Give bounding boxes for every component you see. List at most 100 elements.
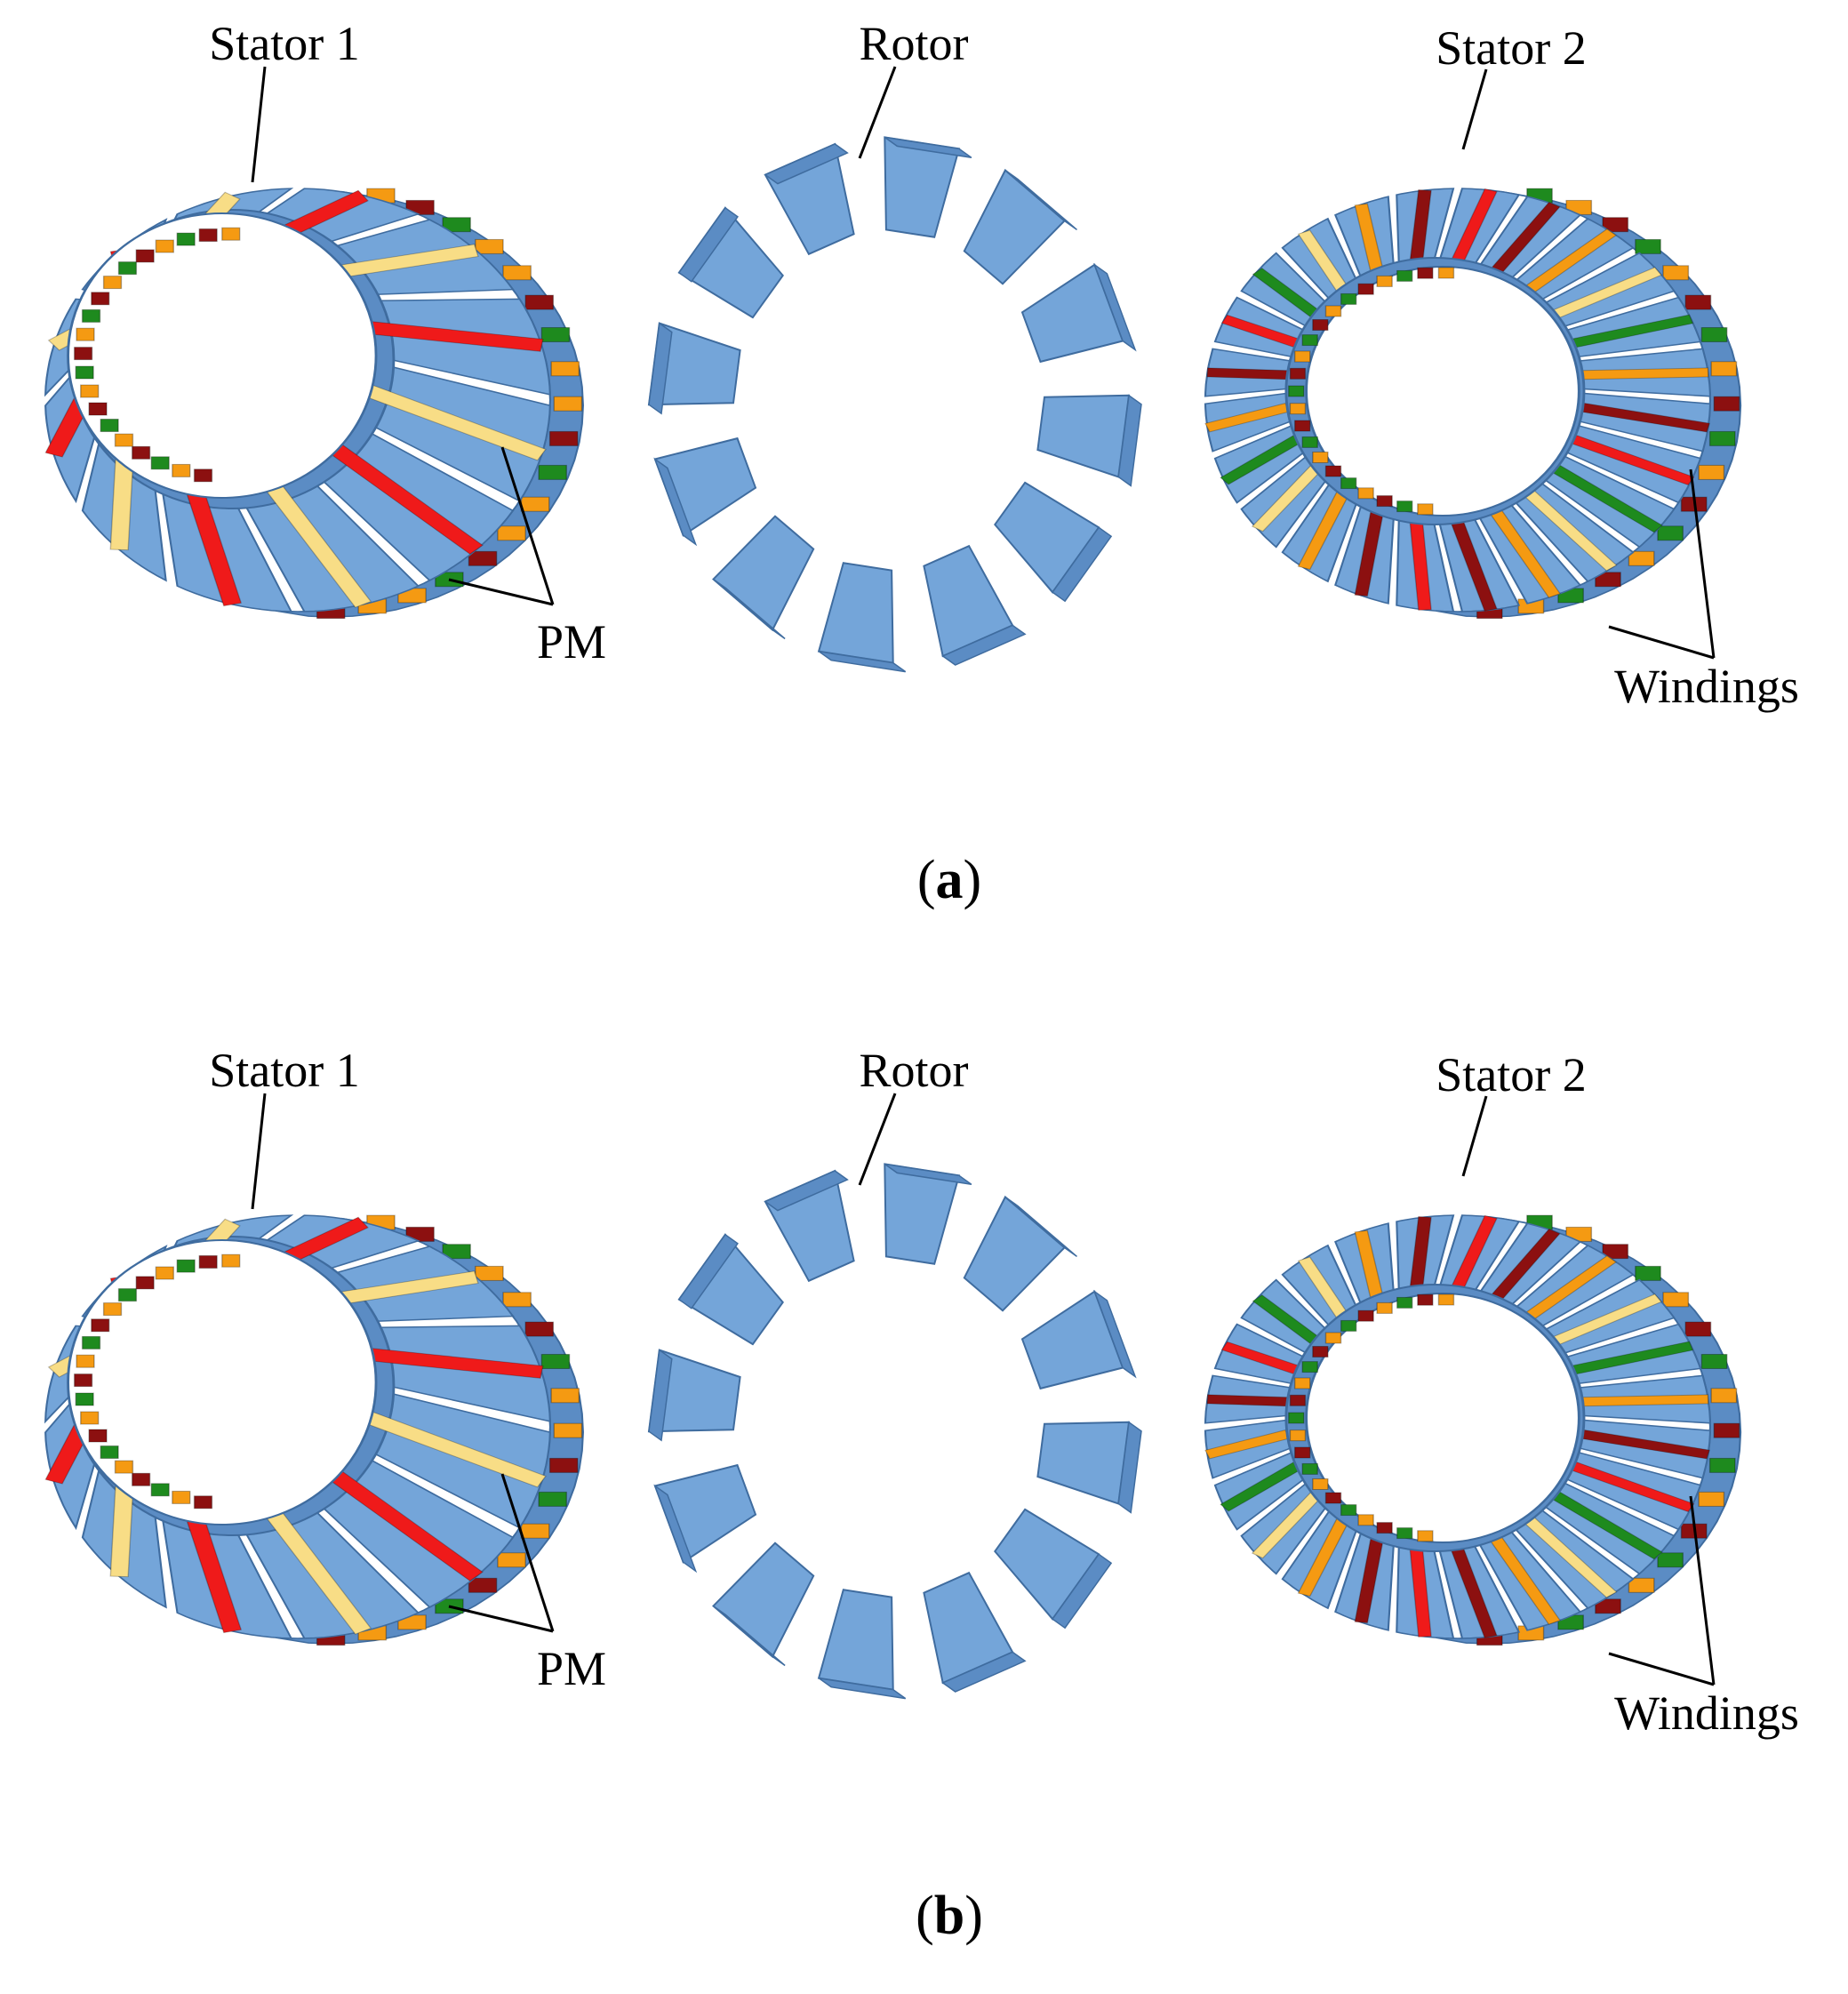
stator-1-inner-block [198, 228, 218, 242]
panel-b: Stator 1 Rotor Stator 2 PM Windings (b) [44, 1044, 1799, 1946]
pm-leader-line-2 [448, 1605, 554, 1633]
stator-1-leader-line [251, 1093, 267, 1210]
stator-1-rim-block [475, 1265, 504, 1281]
winding-bar [1581, 367, 1709, 380]
stator-2-rim-block [1713, 1422, 1740, 1438]
rotor-leader-line [858, 1093, 897, 1186]
stator-2-inner-block [1396, 1527, 1413, 1540]
rotor-segment-side [1004, 1196, 1077, 1258]
stator-2-inner-block [1312, 319, 1329, 331]
rotor-segment [923, 1571, 1027, 1693]
stator-2-inner-block [1324, 465, 1342, 477]
stator-2-rim-block [1628, 550, 1655, 566]
stator-2-rim-block [1698, 1491, 1725, 1507]
stator-1-inner-block [114, 433, 134, 447]
rotor-segment-face [817, 1589, 894, 1691]
stator-2-inner-block [1324, 1492, 1342, 1504]
panel-b-caption: (b) [916, 1886, 983, 1946]
stator-2-rim-block [1708, 1457, 1736, 1473]
rotor-segment [647, 1349, 741, 1442]
stator-2-inner-block [1357, 283, 1374, 295]
stator-2-rim-block [1635, 238, 1661, 254]
rotor-segment-side [1052, 1553, 1113, 1630]
rotor-segment-face [712, 515, 815, 632]
stator-2-rim-block [1662, 1292, 1690, 1308]
stator-2-inner-block [1289, 367, 1307, 380]
rotor-segment-side [1004, 169, 1077, 231]
rotor-segment-face [712, 1542, 815, 1659]
stator-1-rim-block [502, 1292, 532, 1308]
stator-1-bore [67, 1239, 378, 1526]
stator-1-leader-line [251, 66, 267, 183]
stator-2-inner-block [1417, 503, 1434, 516]
stator-1-rim-block [548, 430, 579, 446]
stator-1-inner-block [193, 468, 213, 483]
stator-2-inner-block [1288, 385, 1305, 397]
stator-1-inner-block [73, 1373, 93, 1388]
stator-1-rim-block [442, 217, 471, 233]
stator-2-inner-block [1396, 269, 1413, 282]
rotor-segment-side [884, 136, 972, 159]
rotor-segment-side [1092, 262, 1137, 352]
stator-1-inner-block [176, 1259, 196, 1273]
stator-1-rim-block [538, 1491, 568, 1507]
stator-1-inner-block [102, 1302, 123, 1317]
stator-1-inner-block [150, 456, 170, 470]
stator-1-inner-block [100, 1445, 119, 1459]
stator-1-inner-block [80, 384, 100, 398]
stator-2-inner-block [1417, 1530, 1434, 1542]
rotor-segment [994, 1508, 1113, 1630]
rotor-segments [647, 1163, 1142, 1700]
stator-2-rim-block [1602, 1244, 1629, 1260]
stator-2-inner-block [1357, 1514, 1374, 1526]
rotor-segment [677, 206, 784, 319]
rotor-segment-side [1117, 1421, 1142, 1514]
rotor-segment-side [653, 457, 698, 547]
stator-2-inner-block [1396, 501, 1413, 513]
stator-1-rim-block [538, 464, 568, 480]
stator-2-rim-block [1698, 464, 1725, 480]
stator-2-inner-block [1340, 292, 1357, 305]
stator-2-inner-block [1301, 436, 1318, 448]
stator-2-inner-block [1312, 452, 1329, 463]
rotor-label: Rotor [859, 1044, 968, 1097]
stator-1-rim-block [497, 525, 526, 541]
rotor-segment [764, 1169, 855, 1283]
stator-1-rim-block [553, 1422, 583, 1438]
stator-1-label: Stator 1 [209, 17, 360, 70]
stator-2-ring [1204, 188, 1742, 620]
stator-2-label: Stator 2 [1436, 21, 1587, 75]
stator-2-leader-line [1461, 1095, 1488, 1177]
stator-2-rim-block [1628, 1577, 1655, 1593]
stator-1-inner-block [117, 261, 138, 276]
stator-1-inner-block [91, 1318, 110, 1333]
stator-2-rim-block [1684, 294, 1712, 310]
stator-2-inner-block [1301, 1462, 1318, 1475]
rotor-segment-side [1117, 394, 1142, 487]
stator-2-inner-block [1437, 267, 1455, 279]
rotor-segment-side [941, 1651, 1027, 1693]
rotor-segment [923, 544, 1027, 666]
stator-2-rim-block [1657, 1552, 1684, 1568]
stator-1-inner-block [91, 292, 110, 306]
stator-2-bore [1305, 266, 1580, 517]
stator-1-inner-block [135, 249, 155, 263]
rotor-segment [963, 1195, 1077, 1312]
stator-2-inner-block [1324, 1332, 1342, 1344]
stator-2-rim-block [1700, 1354, 1728, 1369]
rotor-segment [712, 515, 815, 640]
stator-1-inner-block [155, 1266, 174, 1280]
stator-2-rim-block [1595, 572, 1621, 588]
stator-1-ring [44, 188, 584, 620]
rotor-segment-side [677, 1233, 739, 1309]
stator-1-inner-block [131, 445, 151, 460]
rotor-segment [712, 1542, 815, 1667]
stator-1-inner-block [88, 1429, 108, 1443]
rotor-segment-side [653, 1484, 698, 1574]
panel-a-caption: (a) [917, 850, 981, 910]
windings-leader-line-2 [1608, 625, 1715, 660]
stator-1-inner-block [76, 327, 95, 341]
stator-1-rim-block [520, 496, 550, 512]
stator-1-rim-block [520, 1523, 550, 1539]
